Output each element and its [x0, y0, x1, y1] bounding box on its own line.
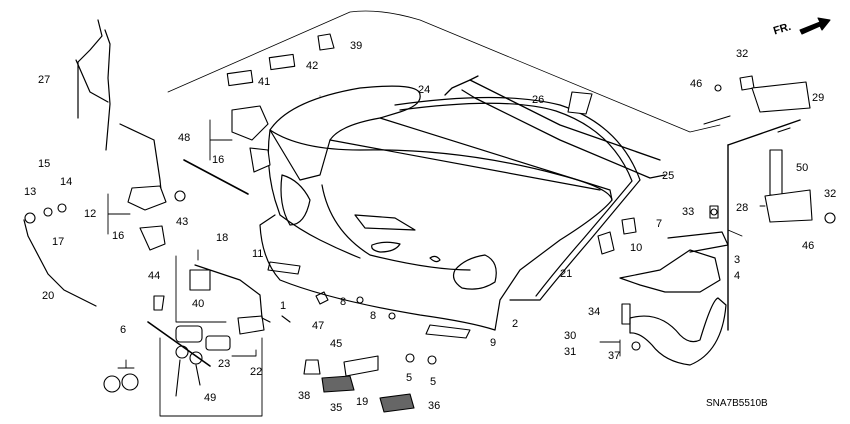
callout-2: 2 — [512, 318, 519, 330]
callout-18: 18 — [216, 232, 229, 244]
callout-29: 29 — [812, 92, 825, 104]
callout-26: 26 — [532, 94, 545, 106]
callout-25: 25 — [662, 170, 675, 182]
callout-24: 24 — [418, 84, 431, 96]
callout-43: 43 — [176, 216, 189, 228]
callout-44: 44 — [148, 270, 161, 282]
callout-5a: 5 — [406, 372, 413, 384]
callout-42: 42 — [306, 60, 319, 72]
callout-16a: 16 — [212, 154, 225, 166]
callout-16b: 16 — [112, 230, 125, 242]
callout-37: 37 — [608, 350, 621, 362]
callout-30: 30 — [564, 330, 577, 342]
callout-32a: 32 — [736, 48, 749, 60]
callout-22: 22 — [250, 366, 263, 378]
callout-21: 21 — [560, 268, 573, 280]
callout-41: 41 — [258, 76, 271, 88]
callout-7: 7 — [656, 218, 663, 230]
callout-23: 23 — [218, 358, 231, 370]
callout-6: 6 — [120, 324, 127, 336]
callout-50: 50 — [796, 162, 809, 174]
callout-39: 39 — [350, 40, 363, 52]
latch-brackets — [127, 105, 271, 251]
callout-15: 15 — [38, 158, 51, 170]
fr-arrow — [799, 17, 831, 35]
small-parts — [24, 33, 836, 413]
callout-46b: 46 — [802, 240, 815, 252]
trunk-outline-line — [167, 10, 721, 133]
callout-34: 34 — [588, 306, 601, 318]
callout-17: 17 — [52, 236, 65, 248]
torsion-bars — [444, 75, 666, 179]
callout-13: 13 — [24, 186, 37, 198]
drawing-code: SNA7B5510B — [706, 398, 768, 409]
callout-8a: 8 — [340, 296, 347, 308]
callout-11: 11 — [252, 248, 264, 260]
callout-4: 4 — [734, 270, 741, 282]
callout-48: 48 — [178, 132, 191, 144]
release-cables — [23, 19, 271, 323]
leader-lines — [107, 95, 766, 417]
callout-9: 9 — [490, 337, 497, 349]
callout-3: 3 — [734, 254, 741, 266]
callout-10: 10 — [630, 242, 643, 254]
outline-right-line — [727, 119, 801, 146]
trunk-lid — [259, 85, 613, 331]
callout-36: 36 — [428, 400, 441, 412]
lock-cylinder — [175, 325, 231, 397]
callout-32b: 32 — [824, 188, 837, 200]
callout-46a: 46 — [690, 78, 703, 90]
weatherstrip-seal — [394, 96, 641, 301]
callout-33: 33 — [682, 206, 695, 218]
callout-47: 47 — [312, 320, 325, 332]
callout-19: 19 — [356, 396, 369, 408]
callout-28: 28 — [736, 202, 749, 214]
callout-40: 40 — [192, 298, 205, 310]
callout-8b: 8 — [370, 310, 377, 322]
callout-49: 49 — [204, 392, 217, 404]
callout-5b: 5 — [430, 376, 437, 388]
callout-1: 1 — [280, 300, 287, 312]
callout-45: 45 — [330, 338, 343, 350]
callout-12: 12 — [84, 208, 97, 220]
callout-38: 38 — [298, 390, 311, 402]
callout-20: 20 — [42, 290, 55, 302]
callout-31: 31 — [564, 346, 577, 358]
callout-35: 35 — [330, 402, 343, 414]
callout-27: 27 — [38, 74, 51, 86]
hinge-arms — [619, 231, 729, 366]
callout-14: 14 — [60, 176, 73, 188]
